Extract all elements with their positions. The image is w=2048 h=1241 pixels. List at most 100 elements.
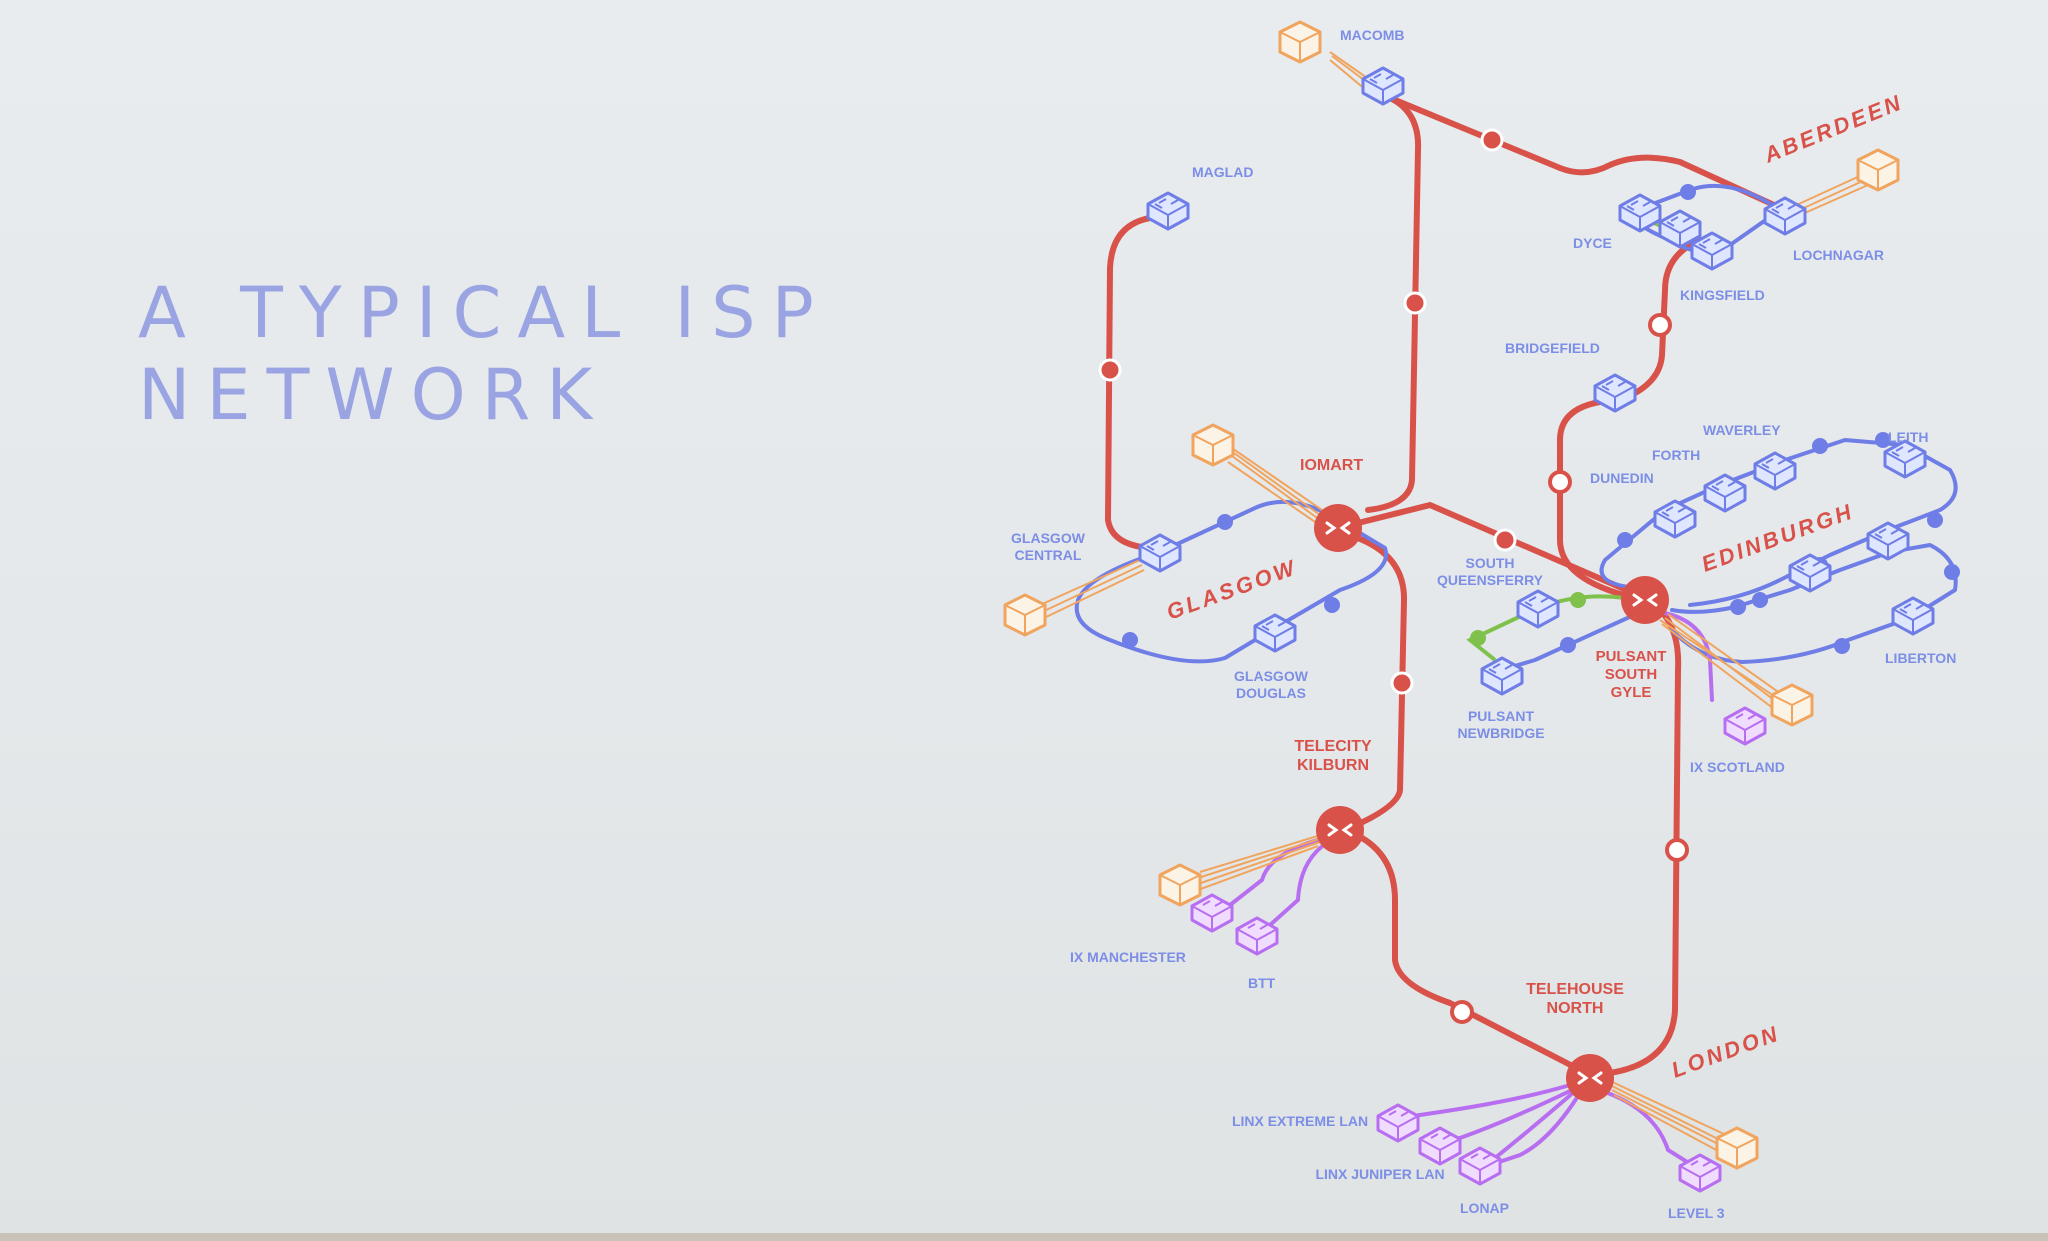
label-london: LONDON [1668, 1020, 1783, 1082]
core-links [1105, 92, 1788, 1078]
label-south-queensferry-box: SOUTH QUEENSFERRY [1436, 555, 1544, 588]
label-ix-scotland: IX SCOTLAND [1690, 759, 1785, 775]
metro-marker-edinburgh-6 [1730, 599, 1746, 615]
label-iomart: IOMART [1300, 457, 1363, 474]
server-link-iomart [1225, 443, 1323, 525]
label-forth: FORTH [1652, 447, 1700, 463]
peer-link-lonap [1488, 1094, 1580, 1167]
router-icon-dunedin [1653, 499, 1697, 539]
label-telehouse-north: TELEHOUSE NORTH [1526, 981, 1624, 1017]
metro-marker-edinburgh-8 [1944, 564, 1960, 580]
open-marker-southgyle-telehouse [1665, 838, 1689, 862]
metro-link-markers [1122, 184, 1960, 654]
label-linx-extreme-lan-box: LINX EXTREME LAN [1231, 1113, 1369, 1129]
metro-marker-glasgow-3 [1122, 632, 1138, 648]
label-glasgow-central-box: GLASGOW CENTRAL [1011, 530, 1085, 563]
router-icon-ix-manchester [1190, 893, 1234, 933]
peer-link-linx-extreme [1398, 1083, 1572, 1120]
label-dyce: DYCE [1573, 235, 1612, 251]
link-kilburn-telehouse [1342, 827, 1593, 1078]
label-dunedin: DUNEDIN [1590, 470, 1654, 486]
router-icon-edinburgh-east [1866, 521, 1910, 561]
router-icon-liberton [1891, 596, 1935, 636]
label-south-queensferry: SOUTH QUEENSFERRY [1436, 555, 1544, 588]
label-telehouse-north-box: TELEHOUSE NORTH [1526, 981, 1624, 1017]
server-icon-kilburn [1158, 863, 1202, 907]
label-lochnagar: LOCHNAGAR [1793, 247, 1884, 263]
router-icon-leith [1883, 439, 1927, 479]
label-liberton: LIBERTON [1885, 650, 1956, 666]
server-link-glasgow-central [1039, 559, 1145, 619]
slide-title-line-2: NETWORK [138, 354, 609, 436]
core-marker-macomb-iomart [1403, 291, 1427, 315]
server-icon-telehouse [1715, 1126, 1759, 1170]
open-marker-kingsfield [1648, 313, 1672, 337]
label-glasgow-douglas-box: GLASGOW DOUGLAS [1234, 668, 1308, 701]
peer-link-level3 [1603, 1090, 1702, 1172]
label-glasgow-central: GLASGOW CENTRAL [1011, 530, 1085, 563]
core-marker-macomb-aberdeen [1480, 128, 1504, 152]
core-marker-iomart-southgyle [1493, 528, 1517, 552]
router-icon-lonap [1458, 1146, 1502, 1186]
router-icon-bridgefield [1593, 373, 1637, 413]
router-icon-linx-juniper [1418, 1126, 1462, 1166]
router-icon-glasgow-central [1138, 533, 1182, 573]
open-marker-bridgefield [1548, 470, 1572, 494]
label-glasgow: GLASGOW [1163, 554, 1300, 624]
label-pulsant-newbridge: PULSANT NEWBRIDGE [1457, 708, 1545, 741]
router-icon-dyce [1618, 193, 1662, 233]
server-icon-iomart [1191, 423, 1235, 467]
label-maglad: MAGLAD [1192, 164, 1253, 180]
server-link-telehouse [1607, 1079, 1725, 1153]
label-linx-juniper-lan: LINX JUNIPER LAN [1315, 1166, 1445, 1182]
node-labels: MACOMB MAGLAD ABERDEEN DYCE LOCHNAGAR BR… [1011, 27, 1956, 1221]
label-telecity-kilburn-box: TELECITY KILBURN [1294, 738, 1371, 774]
core-link-markers [1098, 128, 1517, 695]
router-icon-forth [1703, 473, 1747, 513]
router-icon-ix-scotland [1723, 706, 1767, 746]
metro-marker-aberdeen-1 [1680, 184, 1696, 200]
metro-marker-edinburgh-4 [1927, 512, 1943, 528]
link-macomb-lochnagar [1380, 92, 1788, 213]
server-link-southgyle [1659, 613, 1785, 713]
metro-marker-edinburgh-1 [1617, 532, 1633, 548]
server-link-lochnagar [1789, 174, 1869, 217]
server-icon-lochnagar [1856, 148, 1900, 192]
green-marker-newbridge-2 [1570, 592, 1586, 608]
label-linx-extreme-lan: LINX EXTREME LAN [1231, 1113, 1369, 1129]
peer-link-btt [1268, 840, 1330, 927]
bottom-edge [0, 1233, 2048, 1241]
label-ix-manchester: IX MANCHESTER [1070, 949, 1186, 965]
metro-marker-glasgow-2 [1324, 597, 1340, 613]
core-router-icon-telehouse [1564, 1052, 1616, 1104]
green-link-markers [1470, 592, 1586, 646]
label-btt: BTT [1248, 975, 1276, 991]
metro-marker-edinburgh-2 [1812, 438, 1828, 454]
label-waverley: WAVERLEY [1703, 422, 1781, 438]
link-maglad-iomart [1105, 215, 1153, 551]
label-lonap: LONAP [1460, 1200, 1509, 1216]
open-marker-kilburn-telehouse [1450, 1000, 1474, 1024]
server-icon-southgyle [1770, 683, 1814, 727]
slide-title-line-1: A TYPICAL ISP [138, 272, 830, 354]
label-macomb: MACOMB [1340, 27, 1405, 43]
server-link-kilburn [1197, 833, 1325, 891]
peer-link-linx-juniper-a [1438, 1088, 1574, 1144]
metro-marker-glasgow-1 [1217, 514, 1233, 530]
core-marker-maglad-iomart [1098, 358, 1122, 382]
label-linx-juniper-lan-box: LINX JUNIPER LAN [1315, 1166, 1445, 1182]
label-leith: LEITH [1888, 429, 1928, 445]
open-link-markers [1450, 313, 1689, 1024]
router-icon-pulsant-newbridge [1480, 656, 1524, 696]
core-router-icon-iomart [1312, 502, 1364, 554]
green-marker-newbridge-1 [1470, 630, 1486, 646]
router-icon-maglad [1146, 191, 1190, 231]
label-pulsant-south-gyle-box: PULSANT SOUTH GYLE [1595, 648, 1667, 698]
metro-marker-edinburgh-3 [1875, 432, 1891, 448]
label-kingsfield: KINGSFIELD [1680, 287, 1765, 303]
core-router-icon-southgyle [1619, 574, 1671, 626]
server-links [1039, 51, 1869, 1153]
label-level3: LEVEL 3 [1668, 1205, 1725, 1221]
label-pulsant-south-gyle: PULSANT SOUTH GYLE [1595, 648, 1667, 698]
